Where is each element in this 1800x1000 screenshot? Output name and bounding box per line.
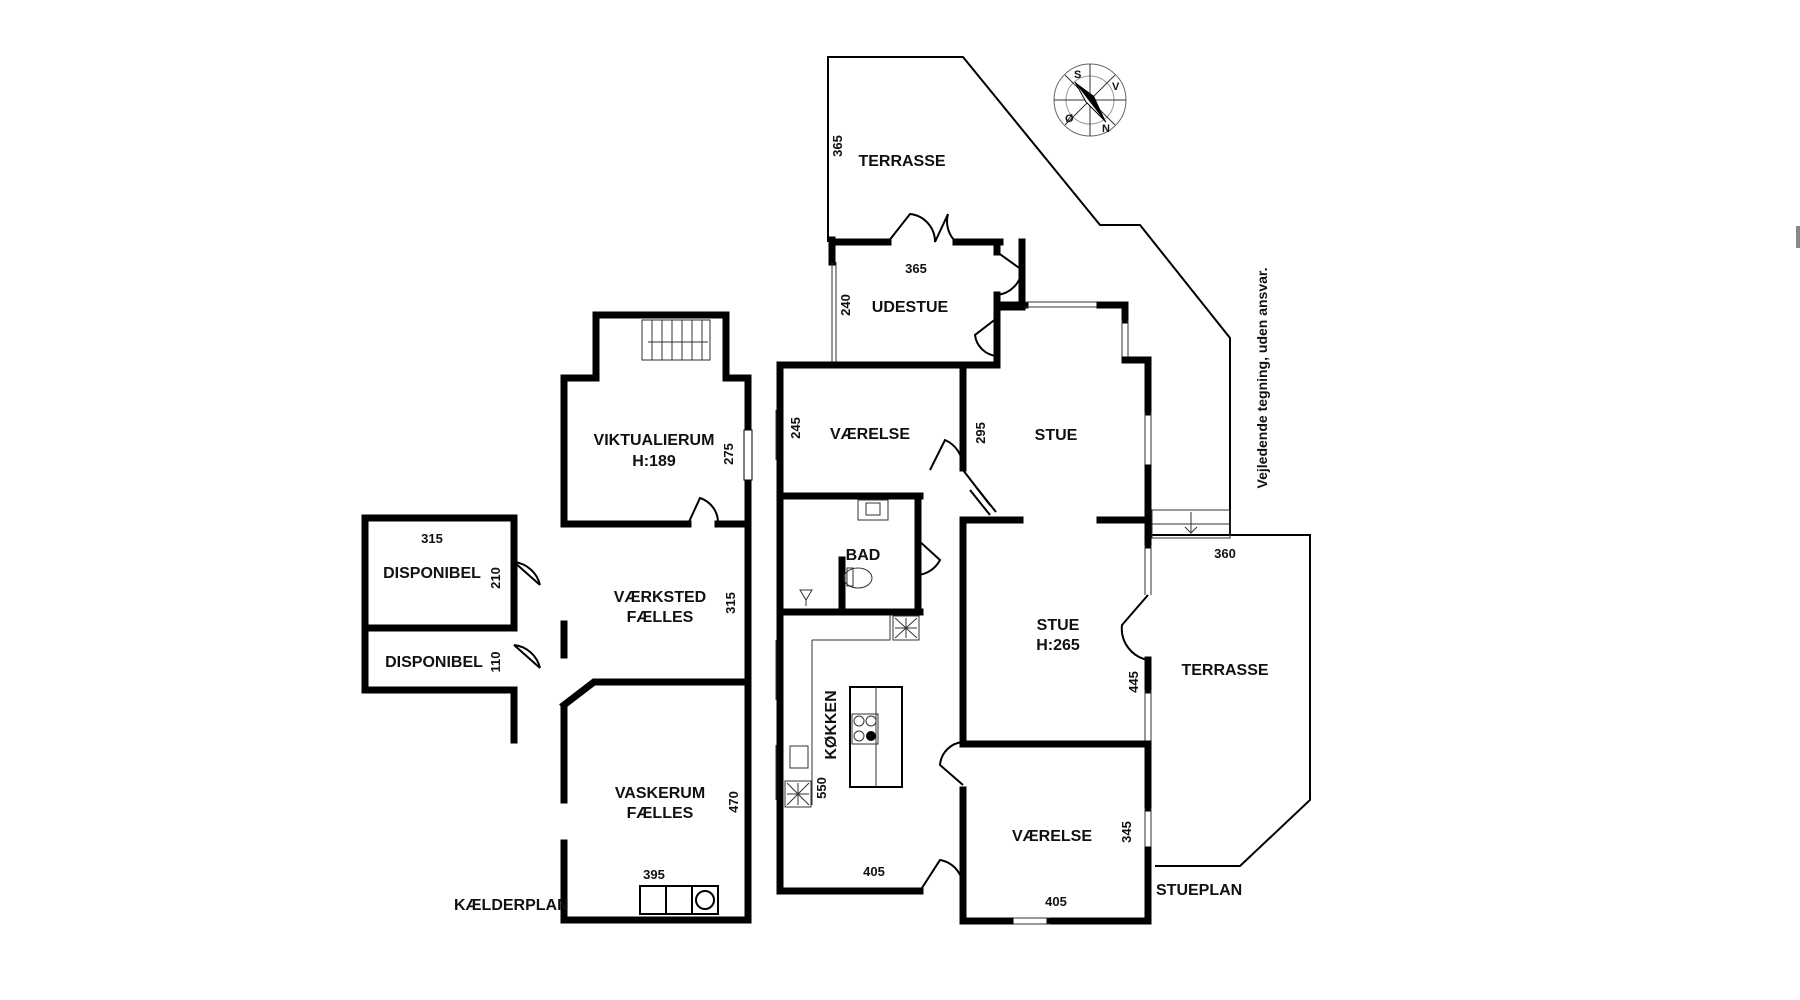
shower-icon xyxy=(799,589,813,606)
dim-disponibel-1-height: 210 xyxy=(488,567,503,589)
dim-udestue-height: 240 xyxy=(838,294,853,316)
dim-vaskerum-height: 470 xyxy=(726,791,741,813)
vent-icon xyxy=(892,615,920,641)
room-stue-mid-height: H:265 xyxy=(1036,637,1080,654)
udestue xyxy=(828,212,1024,362)
room-terrasse-right: TERRASSE xyxy=(1181,662,1268,679)
dim-disponibel-1-width: 315 xyxy=(421,531,443,546)
stairs-icon xyxy=(641,319,711,361)
compass-west: V xyxy=(1112,81,1120,93)
toilet-icon xyxy=(843,567,873,589)
dim-udestue-width: 365 xyxy=(905,261,927,276)
scrollbar-thumb[interactable] xyxy=(1796,226,1800,248)
main-house-outline xyxy=(775,238,1152,925)
dim-vaskerum-width: 395 xyxy=(643,867,665,882)
basement-block xyxy=(559,311,753,924)
dim-vaerelse-bottom-width: 405 xyxy=(1045,894,1067,909)
vent-icon xyxy=(784,780,812,808)
disclaimer-note: Vejledende tegning, uden ansvar. xyxy=(1254,268,1270,489)
disponibel-block xyxy=(361,514,541,744)
room-vaskerum-faelles: FÆLLES xyxy=(627,805,694,822)
compass-east: Ø xyxy=(1065,113,1074,125)
room-kokken: KØKKEN xyxy=(823,690,840,759)
compass-south: S xyxy=(1074,69,1081,81)
dim-terrasse-right-width: 360 xyxy=(1214,546,1236,561)
room-bad: BAD xyxy=(846,547,881,564)
room-terrasse-top: TERRASSE xyxy=(858,153,945,170)
dim-stue-mid-height: 445 xyxy=(1126,671,1141,693)
dim-vaerelse-top-height: 245 xyxy=(788,417,803,439)
room-vaerksted-faelles: FÆLLES xyxy=(627,609,694,626)
room-viktualierum-height: H:189 xyxy=(632,453,676,470)
dim-disponibel-2-height: 110 xyxy=(488,652,503,673)
dim-vaerksted-height: 315 xyxy=(723,592,738,614)
compass-icon: S V N Ø xyxy=(1053,63,1127,137)
room-stue-top: STUE xyxy=(1035,427,1078,444)
terrasse-right-outline xyxy=(1148,509,1311,867)
compass-north: N xyxy=(1102,123,1110,135)
room-vaerelse-top: VÆRELSE xyxy=(830,426,910,443)
room-viktualierum: VIKTUALIERUM xyxy=(594,432,715,449)
room-disponibel-2: DISPONIBEL xyxy=(385,654,483,671)
washing-machine-icon xyxy=(639,885,719,915)
room-stue-mid: STUE xyxy=(1037,617,1080,634)
interior-walls xyxy=(776,361,1152,925)
dim-stue-top-height: 295 xyxy=(973,422,988,444)
room-disponibel-1: DISPONIBEL xyxy=(383,565,481,582)
dim-viktualierum-height: 275 xyxy=(721,443,736,465)
dim-kokken-width: 405 xyxy=(863,864,885,879)
plan-title-stue: STUEPLAN xyxy=(1156,882,1242,899)
sink-icon xyxy=(857,499,889,521)
room-udestue: UDESTUE xyxy=(872,299,949,316)
kitchen-sink-icon xyxy=(789,745,809,769)
terrasse-top-outline xyxy=(827,56,1231,535)
room-vaskerum: VASKERUM xyxy=(615,785,705,802)
plan-title-kaelder: KÆLDERPLAN xyxy=(454,897,569,914)
dim-kokken-height: 550 xyxy=(814,777,829,799)
room-vaerelse-bottom: VÆRELSE xyxy=(1012,828,1092,845)
dim-terrasse-top-height: 365 xyxy=(830,135,845,157)
room-vaerksted: VÆRKSTED xyxy=(614,589,706,606)
dim-vaerelse-bottom-height: 345 xyxy=(1119,821,1134,843)
